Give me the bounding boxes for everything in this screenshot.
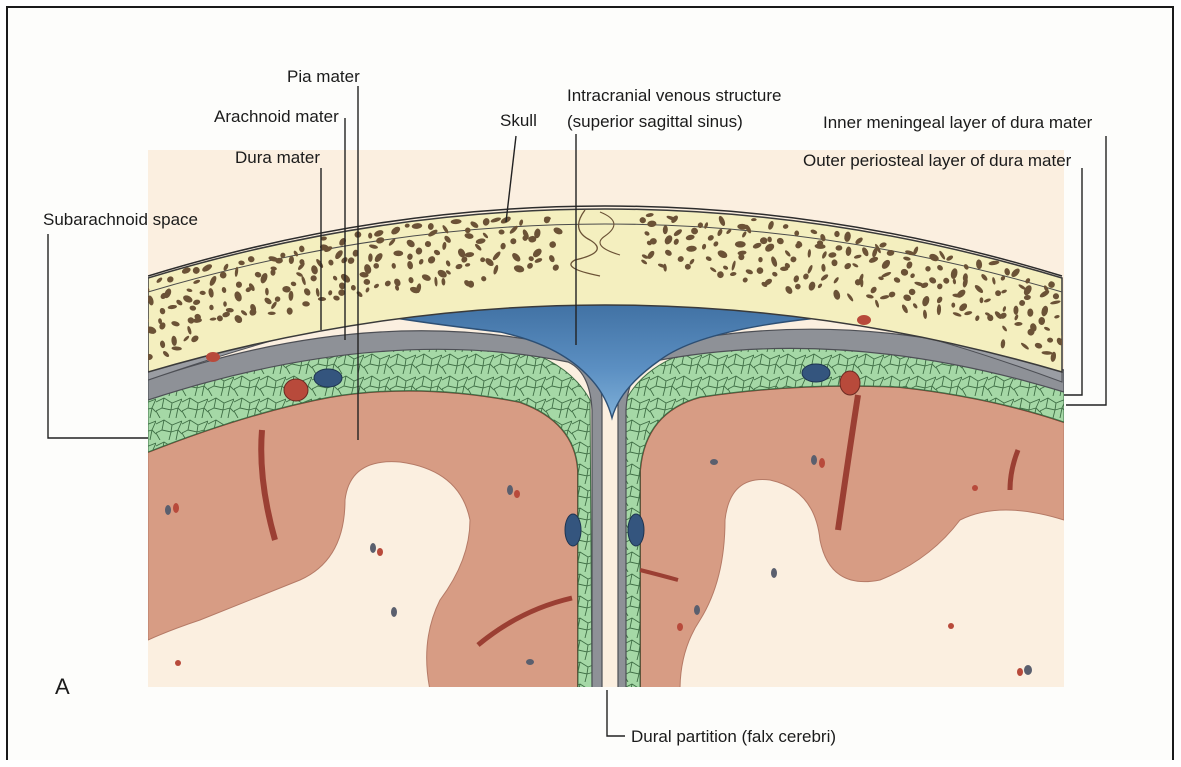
- label-superior-sagittal-sinus: (superior sagittal sinus): [567, 112, 743, 131]
- label-venous-structure: Intracranial venous structure: [567, 86, 782, 105]
- label-arachnoid-mater: Arachnoid mater: [214, 107, 339, 126]
- label-dural-partition: Dural partition (falx cerebri): [631, 727, 836, 746]
- label-pia-mater: Pia mater: [287, 67, 360, 86]
- label-outer-periosteal-layer: Outer periosteal layer of dura mater: [803, 151, 1072, 170]
- label-inner-meningeal-layer: Inner meningeal layer of dura mater: [823, 113, 1093, 132]
- label-skull: Skull: [500, 111, 537, 130]
- figure-letter: A: [55, 674, 70, 699]
- label-dura-mater: Dura mater: [235, 148, 320, 167]
- label-subarachnoid-space: Subarachnoid space: [43, 210, 198, 229]
- anatomy-illustration: [141, 150, 1068, 690]
